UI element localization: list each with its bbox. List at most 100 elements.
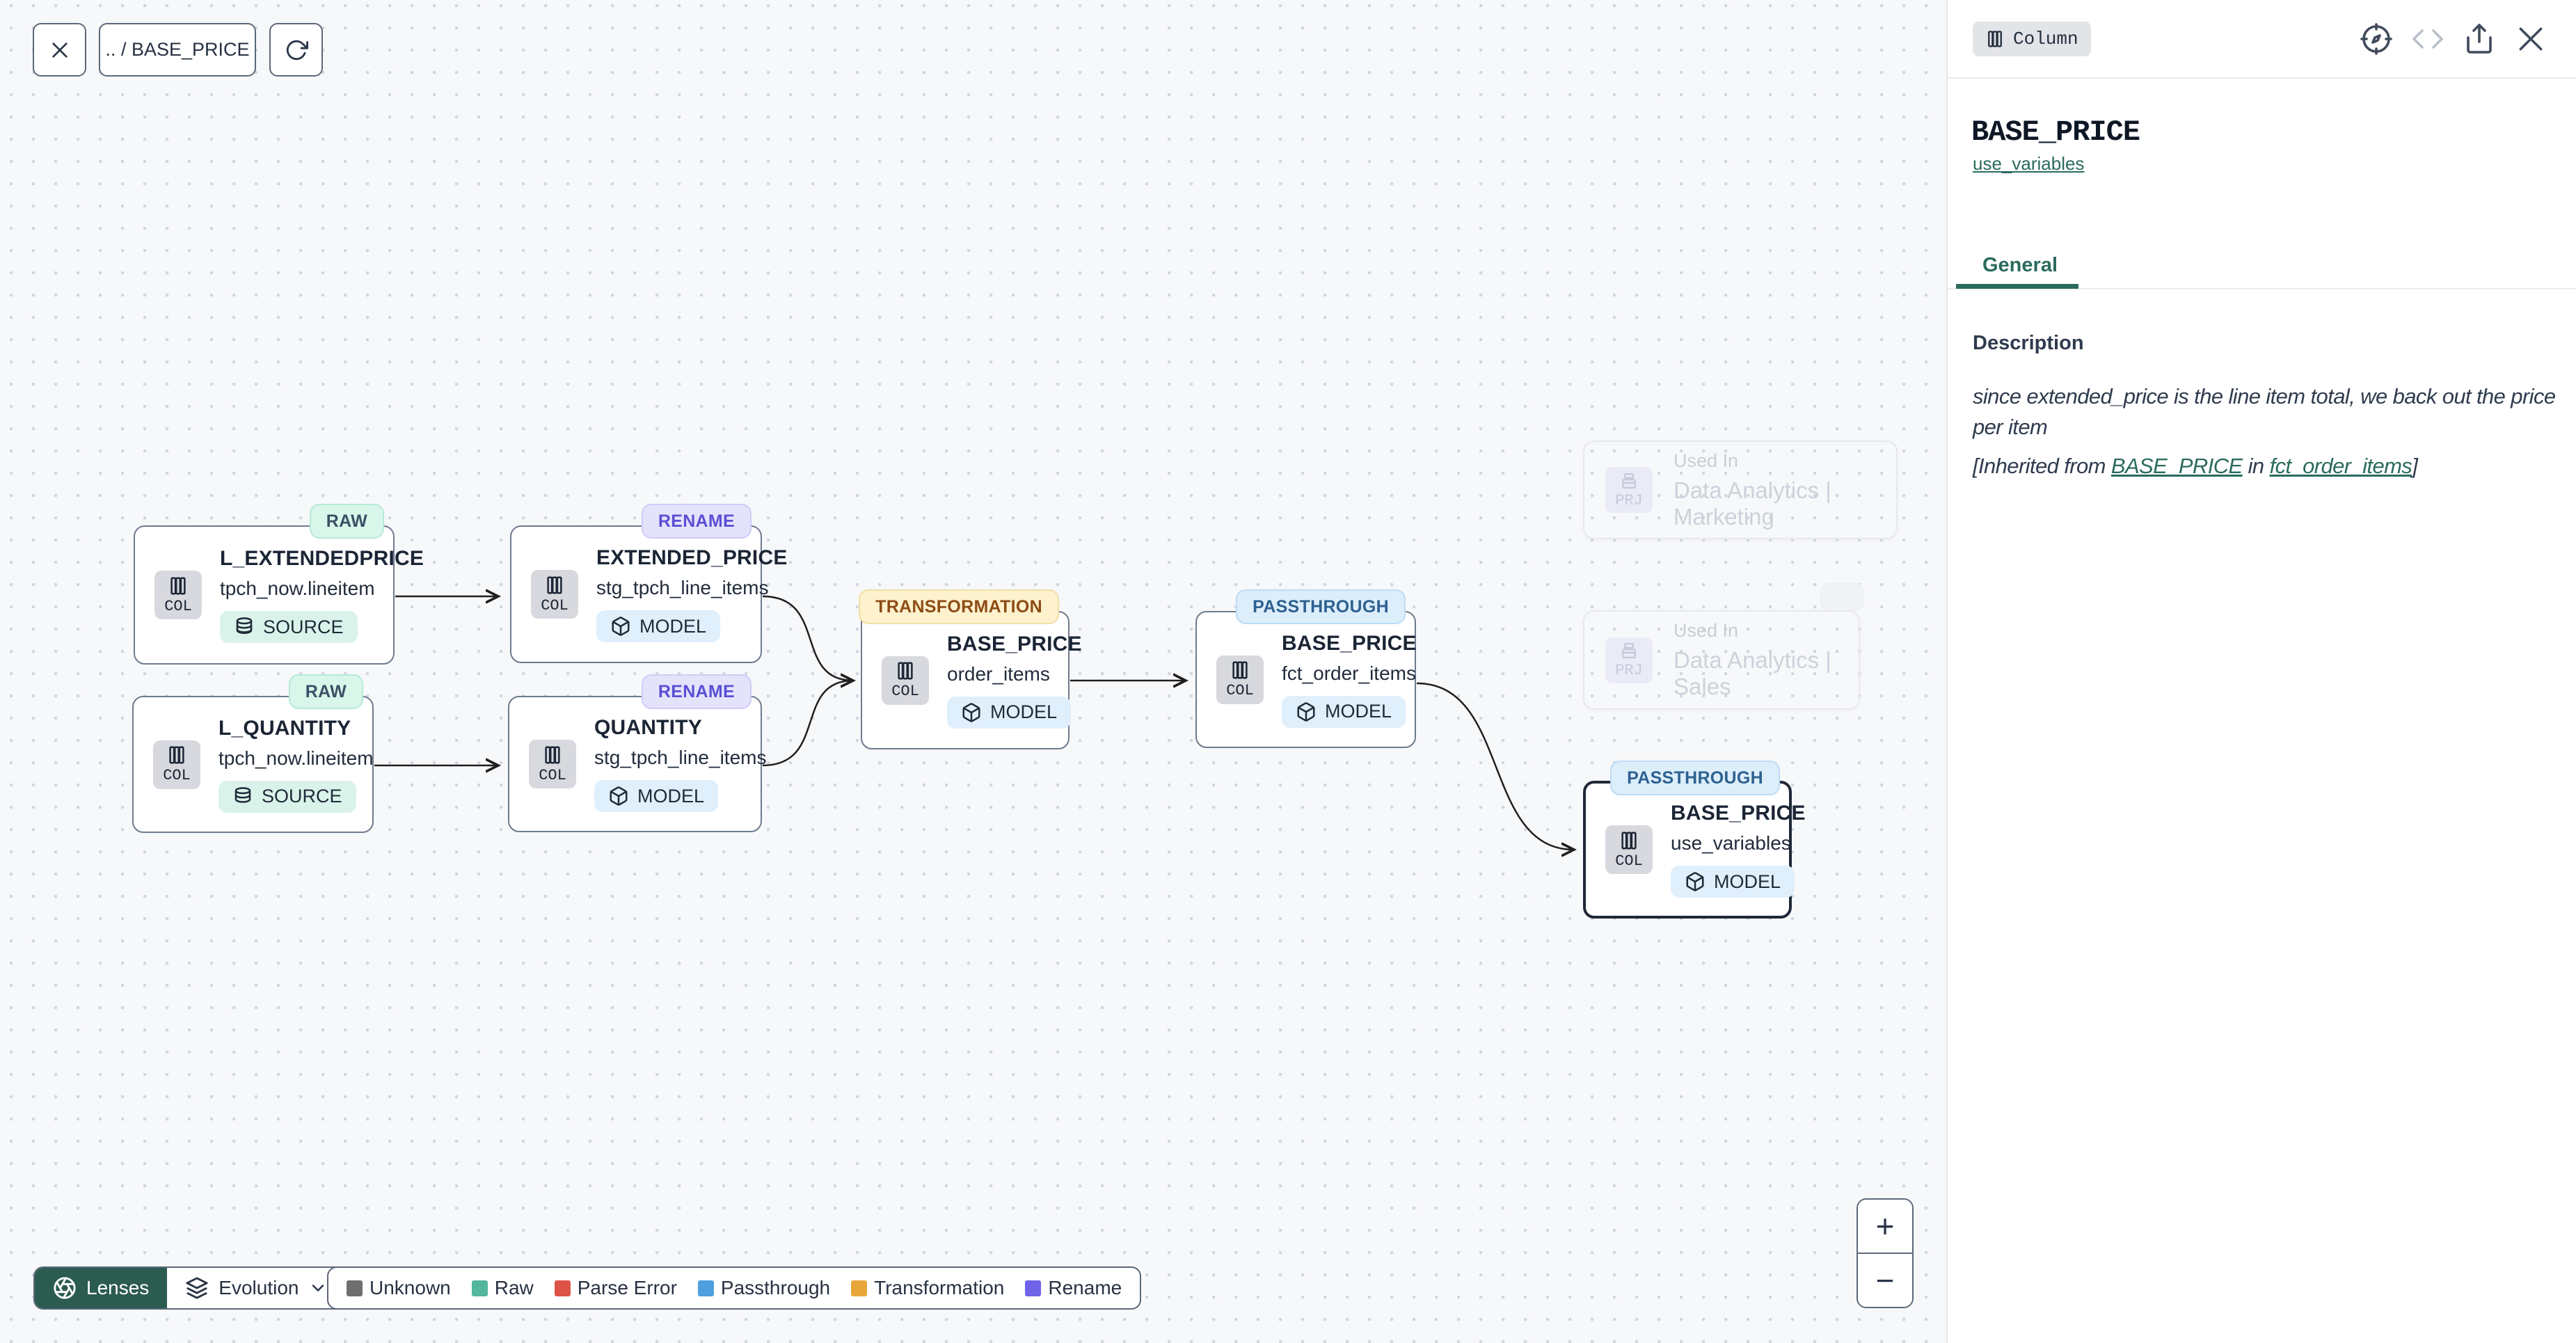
active-tab-underline bbox=[1956, 284, 2078, 289]
node-base-price-fct-order-items[interactable]: PASSTHROUGH COL BASE_PRICE fct_order_ite… bbox=[1195, 589, 1417, 748]
tabs-divider bbox=[1948, 288, 2576, 289]
column-chip: COL bbox=[1216, 655, 1264, 704]
legend-label: Raw bbox=[494, 1277, 534, 1298]
share-icon[interactable] bbox=[2462, 22, 2497, 56]
node-subtitle: order_items bbox=[947, 662, 1050, 685]
node-extended-price[interactable]: RENAME COL EXTENDED_PRICE stg_tpch_line_… bbox=[510, 504, 787, 663]
legend-swatch bbox=[554, 1280, 571, 1296]
model-link[interactable]: use_variables bbox=[1973, 153, 2085, 174]
node-title: BASE_PRICE bbox=[1671, 802, 1806, 825]
used-in-label: Used In bbox=[1673, 620, 1739, 641]
breadcrumb[interactable]: .. / BASE_PRICE bbox=[99, 23, 256, 77]
model-cube-icon bbox=[1296, 701, 1317, 722]
node-type-label: MODEL bbox=[1325, 701, 1392, 722]
ghost-node-title: Data Analytics | Sales bbox=[1673, 647, 1831, 699]
columns-icon bbox=[542, 745, 563, 765]
code-icon[interactable] bbox=[2410, 22, 2445, 56]
edge-fctorderitems-usevariables bbox=[1416, 682, 1574, 850]
legend-item-transformation: Transformation bbox=[851, 1277, 1004, 1299]
legend-swatch bbox=[347, 1280, 363, 1296]
node-type-label: MODEL bbox=[639, 615, 707, 637]
legend-swatch bbox=[471, 1280, 488, 1296]
node-l-quantity[interactable]: RAW COL L_QUANTITY tpch_now.lineitem SOU… bbox=[132, 674, 374, 833]
node-type-label: MODEL bbox=[1714, 871, 1781, 892]
columns-icon bbox=[168, 575, 189, 596]
column-chip: COL bbox=[1605, 825, 1653, 874]
model-cube-icon bbox=[610, 616, 631, 637]
chip-label: COL bbox=[1615, 852, 1643, 870]
project-chip: PRJ bbox=[1605, 467, 1653, 513]
evolution-legend: Unknown Raw Parse Error Passthrough Tran… bbox=[327, 1266, 1142, 1310]
lenses-button[interactable]: Lenses bbox=[35, 1268, 168, 1308]
compass-icon[interactable] bbox=[2359, 22, 2394, 56]
node-type-badge: MODEL bbox=[1282, 695, 1406, 728]
evolution-badge: TRANSFORMATION bbox=[859, 589, 1059, 624]
chip-label: PRJ bbox=[1615, 491, 1643, 509]
refresh-button[interactable] bbox=[269, 23, 323, 77]
close-icon bbox=[49, 39, 71, 61]
columns-icon bbox=[1230, 660, 1250, 681]
ghost-node-used-in-sales[interactable]: PRJ Used In Data Analytics | Sales bbox=[1583, 610, 1860, 710]
close-panel-icon[interactable] bbox=[2513, 22, 2548, 56]
legend-label: Passthrough bbox=[720, 1277, 831, 1298]
close-graph-button[interactable] bbox=[33, 23, 86, 77]
panel-title: BASE_PRICE bbox=[1971, 116, 2140, 149]
legend-item-raw: Raw bbox=[471, 1277, 534, 1299]
panel-tabs: General bbox=[1948, 245, 2576, 289]
chip-label: COL bbox=[1226, 682, 1254, 699]
entity-kind-label: Column bbox=[2013, 28, 2078, 49]
lenses-label: Lenses bbox=[86, 1277, 150, 1298]
model-cube-icon bbox=[1685, 871, 1706, 892]
node-type-label: SOURCE bbox=[263, 616, 344, 637]
node-type-badge: MODEL bbox=[596, 610, 721, 642]
node-subtitle: stg_tpch_line_items bbox=[594, 747, 767, 768]
node-subtitle: tpch_now.lineitem bbox=[218, 747, 374, 769]
evolution-badge: PASSTHROUGH bbox=[1236, 589, 1406, 624]
inherited-model-link[interactable]: fct_order_items bbox=[2269, 454, 2412, 478]
description-label: Description bbox=[1973, 332, 2084, 354]
legend-label: Transformation bbox=[874, 1277, 1005, 1298]
zoom-out-button[interactable]: − bbox=[1858, 1254, 1912, 1307]
legend-item-rename: Rename bbox=[1025, 1277, 1122, 1299]
column-chip: COL bbox=[154, 571, 202, 619]
legend-swatch bbox=[1025, 1280, 1042, 1296]
lens-selector: Lenses Evolution bbox=[33, 1266, 348, 1310]
ghost-node-used-in-marketing[interactable]: PRJ Used In Data Analytics | Marketing bbox=[1583, 440, 1898, 539]
node-base-price-order-items[interactable]: TRANSFORMATION COL BASE_PRICE order_item… bbox=[859, 589, 1082, 749]
stack-icon bbox=[1619, 471, 1639, 491]
node-l-extendedprice[interactable]: RAW COL L_EXTENDEDPRICE tpch_now.lineite… bbox=[134, 504, 424, 665]
lens-dropdown[interactable]: Evolution bbox=[167, 1268, 347, 1308]
inherited-suffix: ] bbox=[2412, 454, 2418, 478]
description-text: since extended_price is the line item to… bbox=[1973, 384, 2556, 439]
node-base-price-use-variables[interactable]: PASSTHROUGH COL BASE_PRICE use_variables… bbox=[1583, 761, 1806, 919]
inherited-column-link[interactable]: BASE_PRICE bbox=[2110, 454, 2243, 478]
node-quantity[interactable]: RENAME COL QUANTITY stg_tpch_line_items … bbox=[508, 674, 766, 832]
columns-icon bbox=[1985, 29, 2005, 49]
node-subtitle: fct_order_items bbox=[1282, 662, 1416, 684]
evolution-badge: RENAME bbox=[641, 674, 752, 709]
refresh-icon bbox=[285, 38, 308, 62]
zoom-controls: + − bbox=[1857, 1198, 1914, 1308]
zoom-in-button[interactable]: + bbox=[1858, 1200, 1912, 1253]
layers-icon bbox=[185, 1276, 209, 1300]
node-type-label: MODEL bbox=[990, 701, 1058, 722]
ghost-node-title: Data Analytics | Marketing bbox=[1673, 477, 1831, 530]
columns-icon bbox=[166, 745, 187, 765]
node-type-badge: MODEL bbox=[1671, 866, 1795, 898]
legend-item-unknown: Unknown bbox=[347, 1277, 451, 1299]
aperture-icon bbox=[53, 1276, 77, 1300]
legend-item-parse-error: Parse Error bbox=[554, 1277, 677, 1299]
chip-label: COL bbox=[539, 766, 566, 784]
node-subtitle: stg_tpch_line_items bbox=[596, 577, 769, 598]
chip-label: COL bbox=[541, 596, 569, 614]
tab-general[interactable]: General bbox=[1982, 253, 2058, 276]
legend-item-passthrough: Passthrough bbox=[697, 1277, 831, 1299]
lineage-canvas[interactable]: .. / BASE_PRICE RAW COL L_EXTENDEDPRICE … bbox=[0, 0, 1946, 1343]
stack-icon bbox=[1619, 641, 1639, 660]
inherited-prefix: [Inherited from bbox=[1973, 454, 2111, 478]
node-type-label: SOURCE bbox=[262, 786, 342, 806]
chip-label: COL bbox=[891, 683, 919, 700]
details-panel: Column BASE_PRICE use_variables General … bbox=[1946, 0, 2576, 1343]
chevron-down-icon bbox=[308, 1278, 328, 1298]
panel-header: Column bbox=[1948, 0, 2576, 79]
